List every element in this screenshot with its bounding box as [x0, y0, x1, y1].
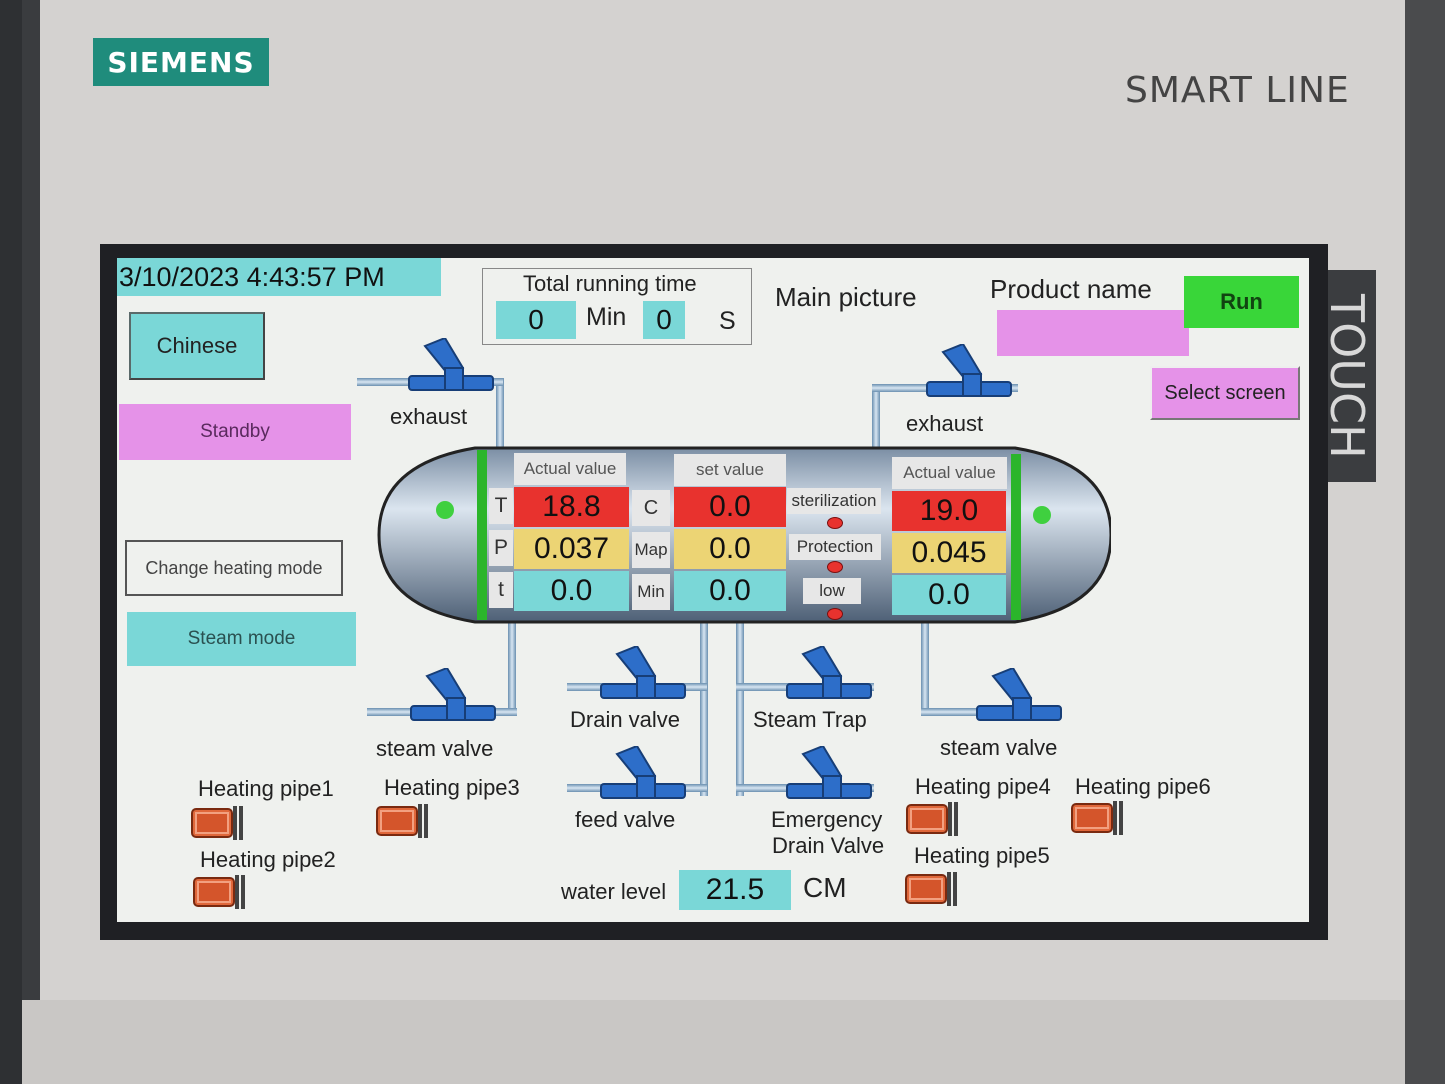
set-temperature[interactable]: 0.0 — [674, 487, 786, 527]
runtime-title: Total running time — [523, 271, 697, 296]
unit-label-Min: Min — [632, 574, 670, 610]
feed-valve-icon[interactable] — [597, 746, 689, 804]
heating-pipe6-label: Heating pipe6 — [1075, 774, 1211, 799]
steam-mode-indicator[interactable]: Steam mode — [127, 612, 356, 666]
actual-right-header: Actual value — [892, 457, 1007, 489]
row-label-T: T — [489, 488, 513, 524]
datetime-display: 3/10/2023 4:43:57 PM — [117, 258, 441, 296]
runtime-sec-value: 0 — [643, 301, 685, 339]
drain-valve-label: Drain valve — [570, 707, 681, 732]
set-value-header: set value — [674, 454, 786, 486]
heating-pipe4-icon[interactable] — [906, 802, 960, 836]
actual-right-pressure: 0.045 — [892, 533, 1006, 573]
left-indicator-light — [436, 501, 454, 519]
protection-lamp — [827, 561, 843, 573]
panel-right-frame — [1405, 0, 1445, 1084]
runtime-sec-unit: S — [719, 307, 736, 335]
emergency-label-line2: Drain Valve — [772, 833, 885, 858]
product-name-field[interactable] — [997, 310, 1189, 356]
exhaust-left-pipe — [496, 378, 504, 450]
heating-pipe4-label: Heating pipe4 — [915, 774, 1051, 799]
row-label-P: P — [489, 530, 513, 566]
trap-pipe-v — [736, 620, 744, 796]
runtime-min-value: 0 — [496, 301, 576, 339]
heating-pipe2-label: Heating pipe2 — [200, 847, 336, 872]
steam-right-pipe — [921, 620, 929, 712]
model-label: SMART LINE — [1125, 70, 1350, 111]
emergency-label-line1: Emergency — [771, 807, 883, 832]
actual-right-temperature: 19.0 — [892, 491, 1006, 531]
exhaust-left-label: exhaust — [390, 404, 468, 429]
status-protection-label: Protection — [789, 534, 881, 560]
exhaust-right-label: exhaust — [906, 411, 984, 436]
actual-left-header: Actual value — [514, 453, 626, 485]
select-screen-button[interactable]: Select screen — [1150, 366, 1300, 420]
feed-valve-label: feed valve — [575, 807, 676, 832]
standby-status-button[interactable]: Standby — [119, 404, 351, 460]
drain-valve-icon[interactable] — [597, 646, 689, 704]
steam-trap-label: Steam Trap — [753, 707, 867, 732]
product-name-label: Product name — [990, 274, 1152, 304]
change-heating-mode-button[interactable]: Change heating mode — [125, 540, 343, 596]
brand-logo: SIEMENS — [93, 38, 269, 86]
steam-trap-icon[interactable] — [783, 646, 875, 704]
heating-pipe1-label: Heating pipe1 — [198, 776, 334, 801]
heating-pipe2-icon[interactable] — [193, 875, 247, 909]
sterilization-lamp — [827, 517, 843, 529]
drain-pipe-v — [700, 620, 708, 796]
runtime-min-unit: Min — [586, 303, 627, 331]
heating-pipe1-icon[interactable] — [191, 806, 245, 840]
steam-right-valve-icon[interactable] — [973, 668, 1065, 726]
actual-left-time: 0.0 — [514, 571, 629, 611]
row-label-t: t — [489, 572, 513, 608]
status-sterilization-label: sterilization — [787, 488, 881, 514]
heating-pipe3-label: Heating pipe3 — [384, 775, 520, 800]
heating-pipe6-icon[interactable] — [1071, 801, 1125, 835]
chinese-language-button[interactable]: Chinese — [129, 312, 265, 380]
status-low-label: low — [803, 578, 861, 604]
actual-left-temperature: 18.8 — [514, 487, 629, 527]
actual-right-time: 0.0 — [892, 575, 1006, 615]
water-level-label: water level — [561, 879, 667, 904]
exhaust-right-pipe — [872, 384, 880, 454]
steam-left-valve-icon[interactable] — [407, 668, 499, 726]
heating-pipe5-label: Heating pipe5 — [914, 843, 1050, 868]
run-status-button[interactable]: Run — [1184, 276, 1299, 328]
emergency-drain-valve-icon[interactable] — [783, 746, 875, 804]
low-lamp — [827, 608, 843, 620]
heating-pipe5-icon[interactable] — [905, 872, 959, 906]
exhaust-left-valve-icon[interactable] — [405, 338, 497, 396]
right-indicator-light — [1033, 506, 1051, 524]
panel-bezel-bottom — [22, 1000, 1407, 1084]
steam-left-label: steam valve — [376, 736, 494, 761]
runtime-panel: Total running time 0 Min 0 S — [482, 268, 752, 345]
unit-label-Map: Map — [632, 532, 670, 568]
steam-left-pipe — [508, 620, 516, 710]
heating-pipe3-icon[interactable] — [376, 804, 430, 838]
water-level-value: 21.5 — [679, 870, 791, 910]
set-pressure[interactable]: 0.0 — [674, 529, 786, 569]
water-level-unit: CM — [803, 872, 847, 903]
steam-right-label: steam valve — [940, 735, 1058, 760]
actual-left-pressure: 0.037 — [514, 529, 629, 569]
page-title: Main picture — [775, 282, 917, 312]
set-time[interactable]: 0.0 — [674, 571, 786, 611]
unit-label-C: C — [632, 490, 670, 526]
hmi-screen: 3/10/2023 4:43:57 PM Total running time … — [117, 258, 1309, 922]
exhaust-right-valve-icon[interactable] — [923, 344, 1015, 402]
